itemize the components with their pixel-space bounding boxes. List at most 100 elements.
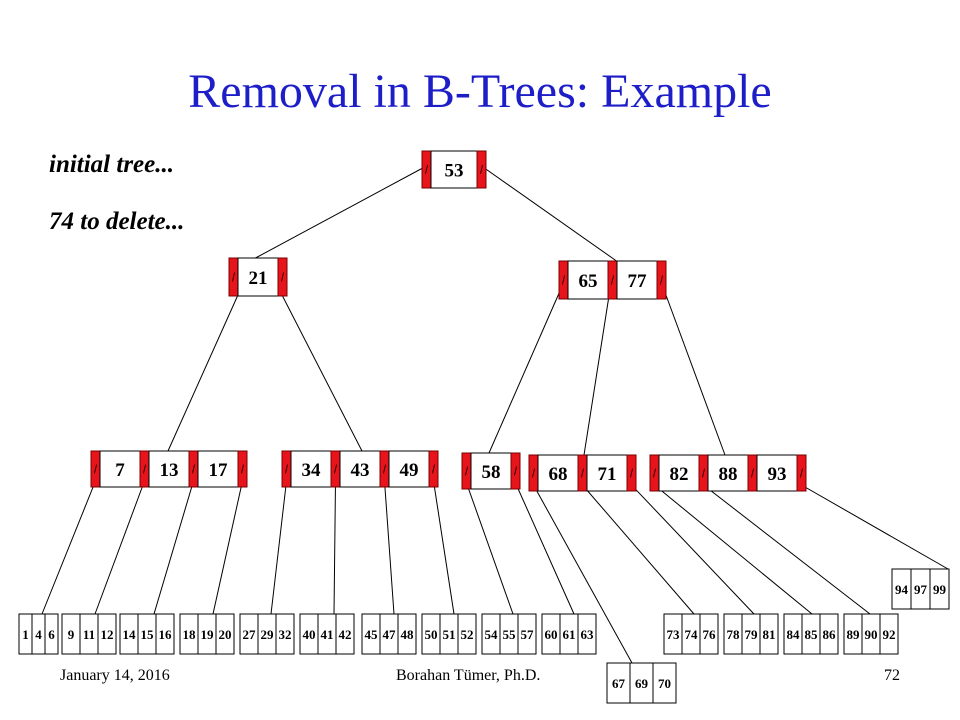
pointer-mark [610, 275, 615, 285]
key-label: 88 [719, 464, 738, 485]
leaf-key-label: 55 [503, 627, 517, 642]
key-cell [197, 450, 239, 488]
leaf-key-label: 76 [703, 627, 717, 642]
leaf-key-cell [759, 613, 779, 655]
leaf-key-label: 50 [425, 627, 438, 642]
leaf-key-label: 12 [101, 627, 114, 642]
leaf-key-cell [819, 613, 839, 655]
pointer-mark [701, 468, 706, 478]
key-cell [756, 454, 798, 492]
tree-edge [488, 282, 564, 454]
pointer-mark [93, 464, 98, 474]
leaf-key-cell [97, 613, 117, 655]
leaf-key-cell [652, 662, 677, 704]
leaf-key-label: 15 [141, 627, 155, 642]
pointer-mark [561, 275, 566, 285]
internal-node-level2: 68 71 [528, 454, 637, 492]
tree-edge [631, 484, 755, 615]
key-cell [290, 450, 332, 488]
pointer-mark [231, 272, 236, 282]
tree-edge [481, 165, 617, 262]
leaf-key-label: 18 [183, 627, 197, 642]
leaf-key-label: 45 [365, 627, 379, 642]
tree-edge [41, 480, 96, 615]
leaf-key-label: 99 [933, 582, 947, 597]
leaf-key-label: 69 [635, 676, 649, 691]
leaf-key-label: 54 [485, 627, 499, 642]
leaf-key-label: 11 [83, 627, 95, 642]
pointer-mark [479, 164, 484, 175]
leaf-key-label: 29 [261, 627, 275, 642]
key-label: 68 [549, 464, 568, 485]
tree-edge [466, 482, 514, 615]
pointer-mark [333, 464, 338, 474]
pointer-mark [513, 466, 518, 476]
tree-edge [703, 484, 871, 615]
tree-edge [94, 480, 145, 615]
leaf-key-label: 9 [68, 627, 75, 642]
tree-edge [583, 298, 609, 456]
tree-edge [255, 165, 427, 259]
leaf-key-label: 90 [865, 627, 878, 642]
leaf-key-label: 63 [581, 627, 595, 642]
pointer-mark [799, 468, 804, 478]
pointer-mark [382, 464, 387, 474]
pointer-mark [142, 464, 147, 474]
leaf-key-label: 52 [461, 627, 474, 642]
leaf-key-label: 20 [219, 627, 232, 642]
tree-edge [515, 482, 575, 615]
key-label: 65 [579, 271, 598, 292]
slide-title: Removal in B-Trees: Example [188, 65, 772, 118]
tree-edge [384, 480, 395, 615]
key-label: 71 [598, 464, 617, 485]
key-cell [616, 260, 658, 300]
leaf-key-label: 1 [22, 627, 29, 642]
leaf-key-cell [699, 613, 719, 655]
pointer-mark [240, 464, 245, 474]
leaf-key-label: 73 [667, 627, 681, 642]
internal-node-level2: 58 [461, 452, 521, 490]
key-label: 34 [302, 460, 322, 481]
key-cell [388, 450, 430, 488]
leaf-key-label: 47 [383, 627, 397, 642]
key-cell [537, 454, 579, 492]
key-cell [430, 150, 478, 189]
pointer-mark [659, 275, 664, 285]
leaf-key-label: 89 [847, 627, 861, 642]
key-cell [658, 454, 700, 492]
tree-edge [282, 295, 363, 452]
tree-edge [661, 282, 726, 456]
key-cell [567, 260, 609, 300]
tree-edge [167, 295, 238, 452]
leaf-key-cell [929, 568, 950, 610]
tree-edge [212, 480, 243, 615]
leaf-key-label: 6 [48, 627, 55, 642]
footer-page-number: 72 [884, 667, 900, 684]
leaf-key-label: 79 [745, 627, 759, 642]
leaf-key-cell [457, 613, 477, 655]
leaf-node: 9 11 12 [61, 613, 117, 655]
key-cell [470, 452, 512, 490]
key-label: 82 [670, 464, 689, 485]
leaf-key-label: 78 [727, 627, 741, 642]
leaf-key-label: 41 [321, 627, 334, 642]
edges [41, 165, 949, 664]
pointer-mark [580, 468, 585, 478]
pointer-mark [424, 164, 429, 175]
key-label: 49 [400, 460, 419, 481]
note-initial-tree: initial tree... [49, 151, 174, 178]
root-node: 53 [421, 150, 487, 189]
key-label: 77 [628, 271, 648, 292]
leaf-key-cell [397, 613, 417, 655]
